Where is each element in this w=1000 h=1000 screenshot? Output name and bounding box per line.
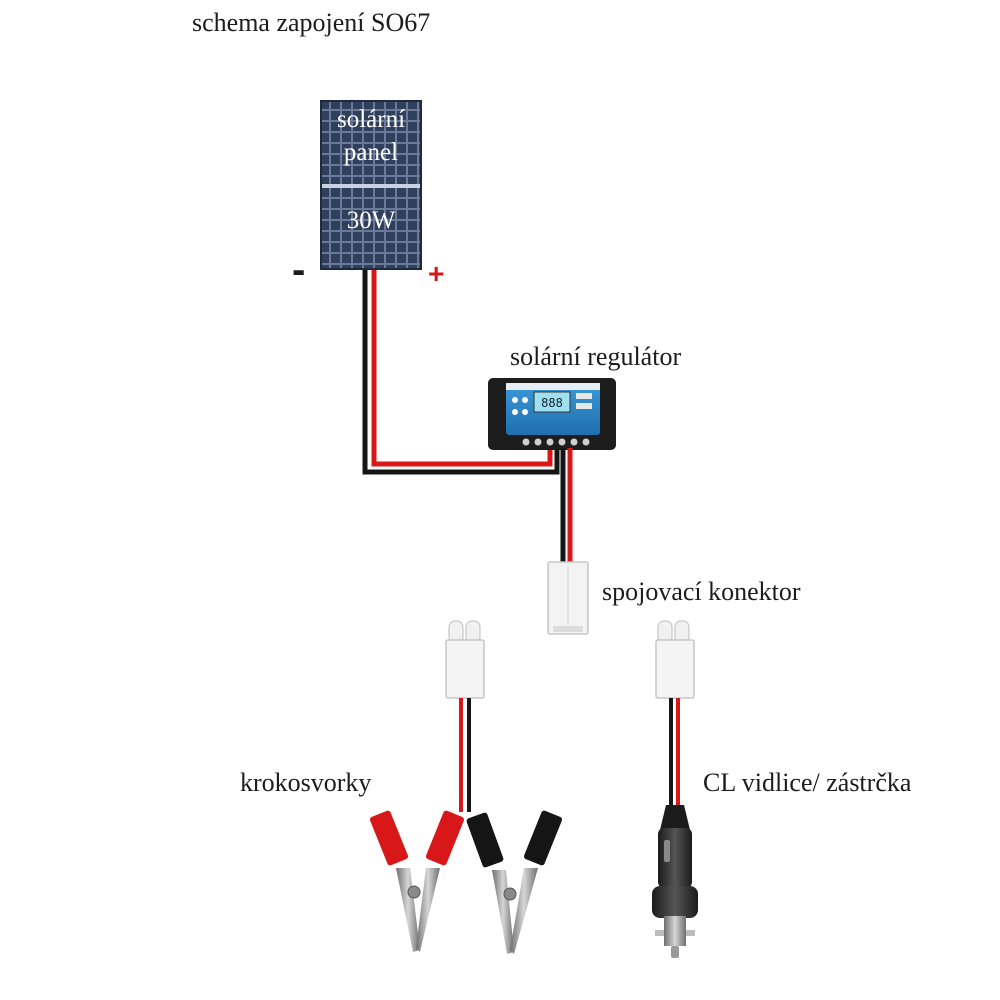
clamps-connector-icon bbox=[445, 620, 485, 699]
diagram-title: schema zapojení SO67 bbox=[192, 8, 431, 37]
black-clip bbox=[466, 810, 563, 954]
red-clip bbox=[369, 810, 465, 952]
cl-connector-icon bbox=[655, 620, 695, 699]
regulator-label: solární regulátor bbox=[510, 342, 682, 371]
solar-panel-icon bbox=[320, 100, 422, 270]
panel-label-line2: panel bbox=[343, 139, 399, 166]
panel-power-label: 30W bbox=[346, 207, 396, 234]
plus-sign: + bbox=[428, 258, 445, 289]
connector-label: spojovací konektor bbox=[602, 577, 801, 606]
regulator-lcd-text: 888 bbox=[541, 396, 563, 410]
clamps-label: krokosvorky bbox=[240, 768, 372, 797]
panel-label-line1: solární bbox=[336, 106, 406, 133]
regulator-to-connector-wires bbox=[560, 448, 573, 565]
charge-controller-icon: 888 bbox=[488, 378, 616, 450]
alligator-clip-icon bbox=[369, 810, 563, 954]
cl-plug-label: CL vidlice/ zástrčka bbox=[703, 768, 912, 797]
cl-plug-wires bbox=[669, 698, 680, 805]
minus-sign: - bbox=[292, 248, 306, 292]
panel-to-regulator-wires bbox=[362, 270, 560, 475]
connector-plug-icon bbox=[547, 561, 589, 635]
clamps-wires bbox=[459, 698, 471, 812]
car-lighter-plug-icon bbox=[652, 805, 698, 958]
